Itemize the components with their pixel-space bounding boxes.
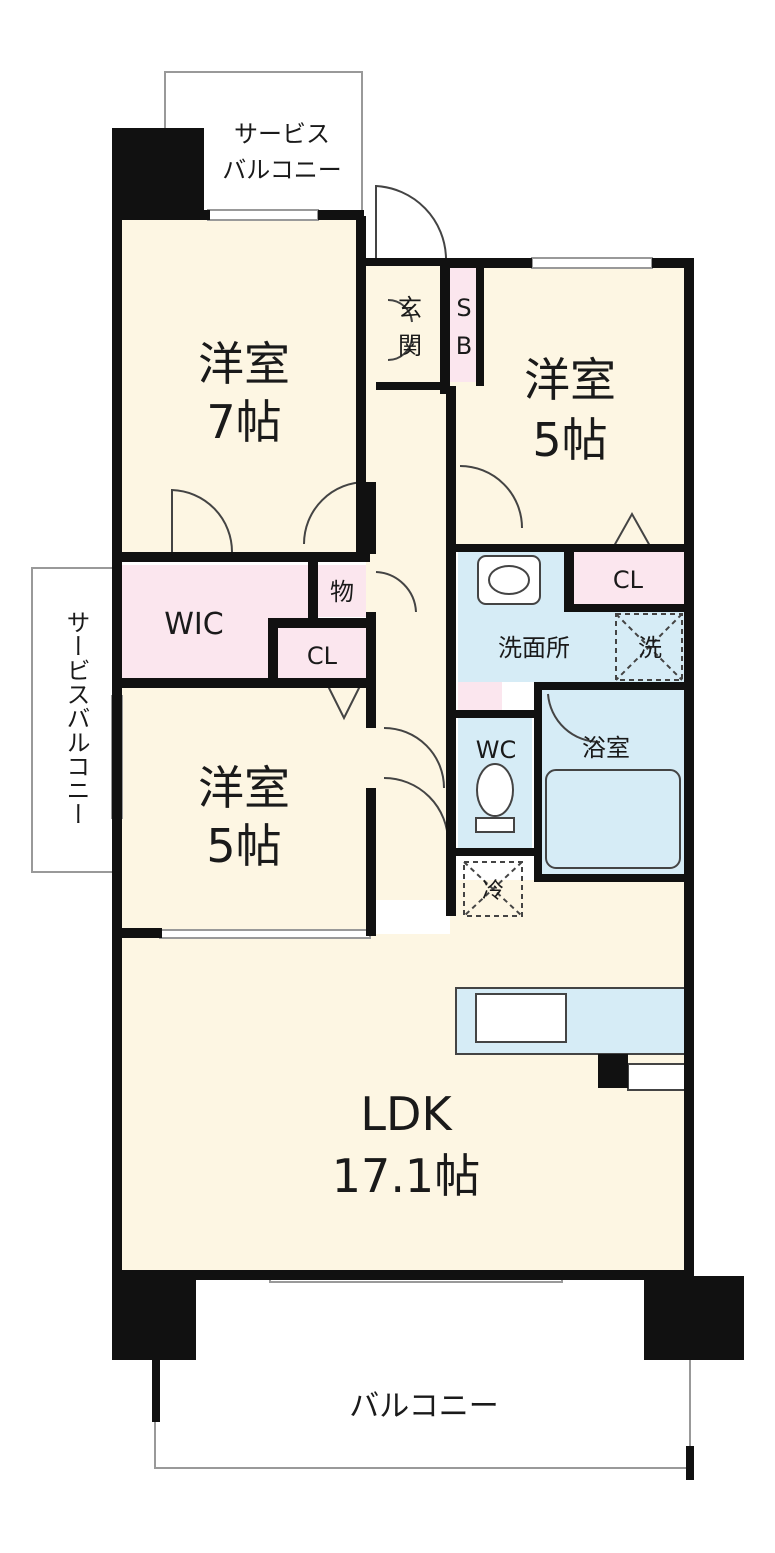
storage-door — [375, 571, 417, 613]
service-balcony-top-line1: サービス — [234, 120, 330, 148]
entrance-label-2: 関 — [398, 332, 422, 360]
western-5-left-size: 5帖 — [206, 819, 281, 873]
storage-floor — [318, 565, 366, 617]
basin-icon — [488, 565, 530, 595]
washroom-label: 洗面所 — [498, 634, 570, 662]
sink-icon — [477, 555, 541, 605]
western-5-left-name: 洋室 — [198, 761, 290, 815]
closet-right-label: CL — [613, 566, 644, 594]
service-balcony-left — [31, 567, 122, 873]
column-bottom-left — [112, 1276, 196, 1360]
toilet-label: WC — [476, 736, 517, 764]
closet-left-floor — [278, 625, 366, 680]
western-5-right-size: 5帖 — [532, 413, 607, 467]
western-5-right-floor — [450, 264, 686, 548]
column-top-left — [112, 128, 204, 220]
western-5-right-door — [459, 465, 523, 529]
main-balcony-label: バルコニー — [349, 1389, 498, 1424]
western-5-left-floor — [122, 688, 372, 934]
entrance-label-1: 玄 — [398, 294, 422, 322]
ldk-size: 17.1帖 — [332, 1149, 480, 1203]
western-5-right-name: 洋室 — [524, 353, 616, 407]
corridor-floor — [366, 260, 448, 900]
closet-right-floor — [572, 552, 686, 604]
walls — [112, 128, 744, 1480]
shoe-box-label-1: S — [456, 294, 471, 322]
toilet-bowl-icon — [476, 763, 514, 817]
western-7-door — [171, 488, 233, 553]
kitchen-sink-icon — [475, 993, 567, 1043]
washer-label: 洗 — [638, 634, 662, 662]
shoe-box-label-2: B — [456, 332, 472, 360]
entrance-door — [375, 184, 447, 262]
bath-floor — [542, 690, 686, 876]
fixtures — [455, 555, 687, 1091]
ldk-upper-floor — [450, 880, 686, 940]
ldk-name: LDK — [360, 1087, 453, 1141]
toilet-tank-icon — [475, 817, 515, 833]
service-balcony-left-label: サービスバルコニー — [62, 610, 90, 826]
western-7-door-2 — [303, 481, 367, 545]
western-7-floor — [122, 216, 366, 558]
fridge-label: 冷 — [482, 879, 504, 904]
entrance-storage-door — [387, 298, 413, 362]
fridge-icon — [463, 861, 523, 917]
labels: 洋室 7帖 洋室 5帖 洋室 5帖 LDK 17.1帖 WIC 物 CL CL … — [62, 120, 662, 1424]
column-bottom-right — [644, 1276, 744, 1360]
closet-right-door — [613, 511, 651, 547]
closet-left-label: CL — [307, 642, 338, 670]
western-5-left-door — [383, 727, 445, 789]
washroom-pink-strip — [458, 682, 502, 710]
closet-left-door — [327, 685, 361, 721]
bath-door — [547, 693, 601, 744]
storage-label: 物 — [330, 578, 354, 606]
bath-label: 浴室 — [582, 734, 630, 762]
western-7-name: 洋室 — [198, 337, 290, 391]
washer-area-icon — [615, 613, 683, 681]
service-balcony-top-line2: バルコニー — [222, 156, 342, 184]
western-7-size: 7帖 — [206, 395, 281, 449]
kitchen-shelf-icon — [627, 1063, 687, 1091]
bathtub-icon — [545, 769, 681, 869]
wic-label: WIC — [164, 607, 223, 642]
